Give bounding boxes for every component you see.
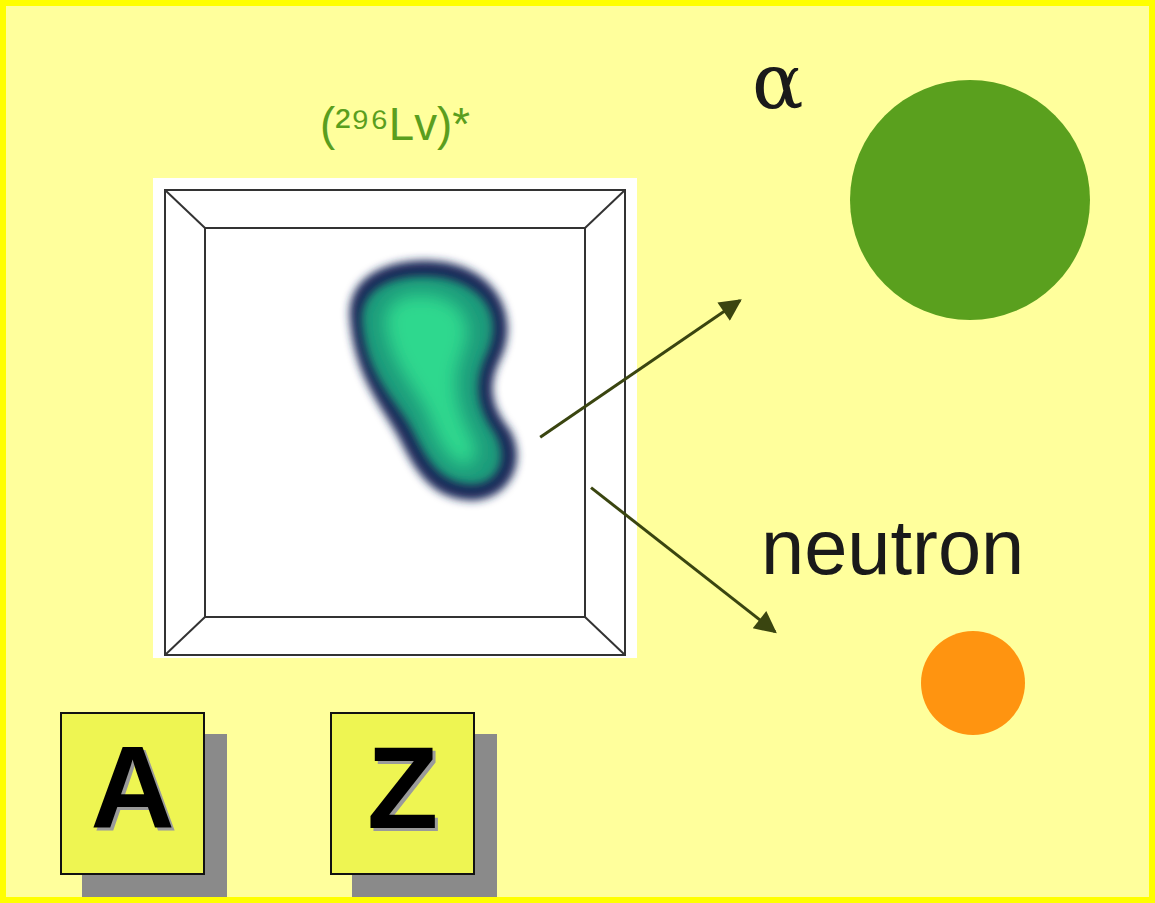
node-label: (²⁹⁶Lv)* [153, 100, 637, 150]
node-label: neutron [761, 505, 1096, 590]
particle-node: α [740, 40, 1090, 320]
simulation-frame [153, 178, 637, 658]
key-button: Z [330, 712, 475, 875]
key-letter: Z [332, 724, 473, 852]
particle-node: neutron [755, 505, 1090, 740]
key-button: A [60, 712, 205, 875]
emission-arrow [540, 300, 740, 437]
nucleus-box: (²⁹⁶Lv)* [153, 178, 637, 658]
neutron-particle [921, 631, 1025, 735]
nucleus-density-blob [350, 260, 517, 500]
node-label: α [752, 40, 1102, 124]
emission-arrow [591, 488, 775, 632]
key-letter: A [62, 724, 203, 852]
alpha-particle [850, 80, 1090, 320]
